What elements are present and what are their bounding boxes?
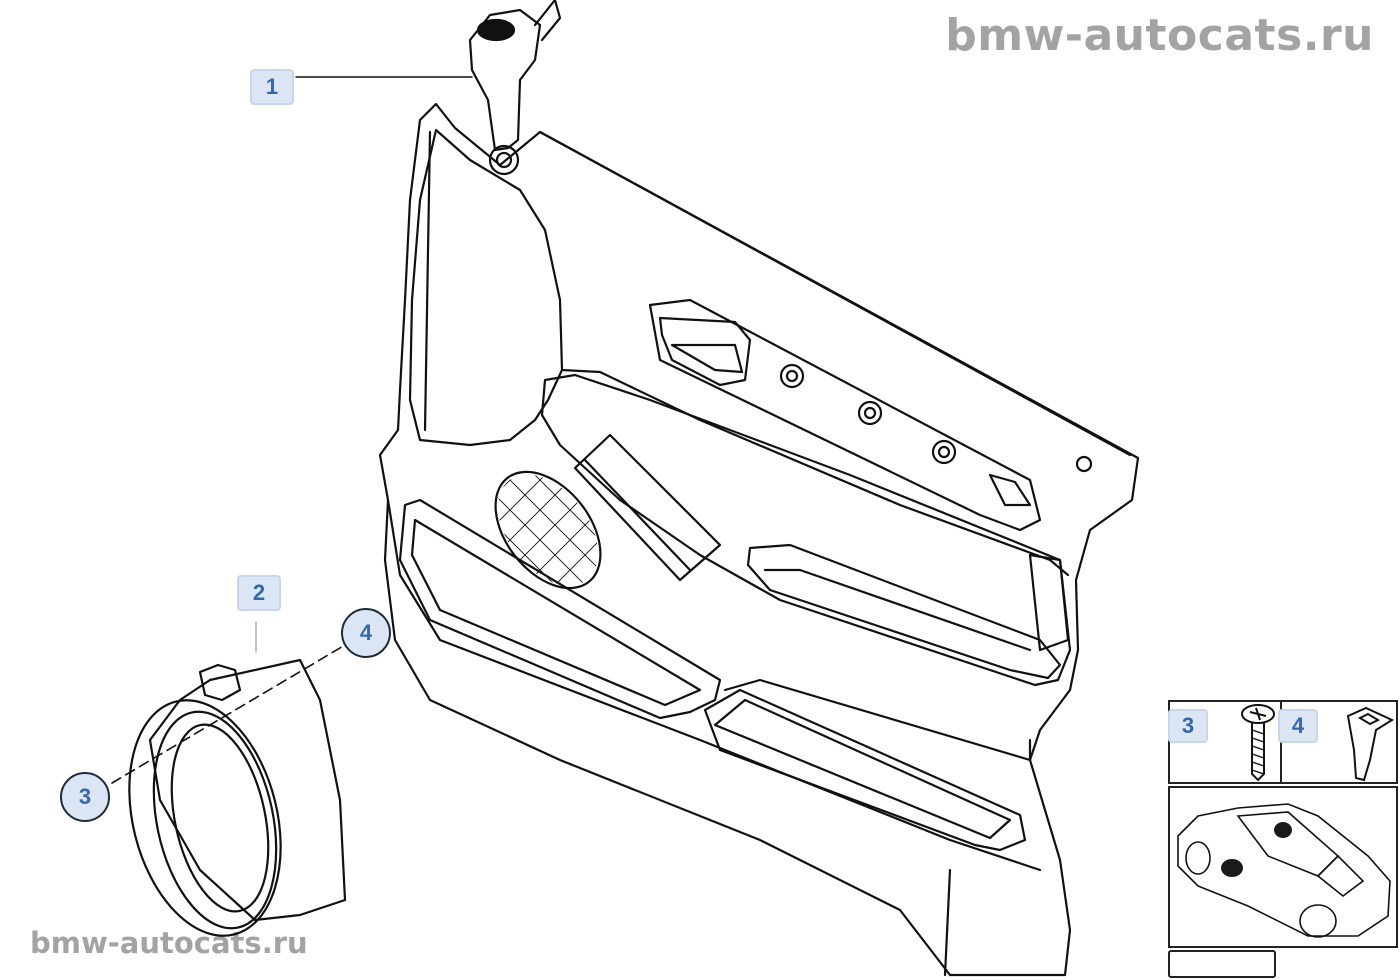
frame-bracket-tab xyxy=(533,0,562,42)
inset-callout-3[interactable]: 3 xyxy=(1168,709,1208,743)
screw-head-icon xyxy=(1241,704,1275,724)
grab-handle-lower xyxy=(1028,553,1070,652)
lower-pocket-right xyxy=(703,688,1027,852)
car-wheel-rear xyxy=(1185,841,1211,875)
lower-pocket-left xyxy=(398,498,722,720)
inset-footer-tab xyxy=(1168,950,1276,978)
callout-2[interactable]: 2 xyxy=(237,575,281,611)
speaker-housing-connector xyxy=(198,663,242,702)
trim-bolt-1-inner xyxy=(785,369,799,383)
car-roof xyxy=(1236,811,1340,877)
door-belt-line xyxy=(560,368,1070,577)
watermark-bottom: bmw-autocats.ru xyxy=(30,926,308,960)
frame-bracket-top xyxy=(476,18,516,42)
car-wheel-front xyxy=(1299,904,1337,938)
callout-4[interactable]: 4 xyxy=(341,608,391,658)
speaker-housing-ring-inner xyxy=(170,723,270,913)
car-windshield xyxy=(1316,854,1365,898)
trim-bolt-2 xyxy=(857,400,883,426)
armrest-pull-inner xyxy=(763,568,1032,652)
trim-strip xyxy=(648,298,1042,532)
armrest-pull xyxy=(746,543,1062,680)
speaker-housing-back xyxy=(148,658,347,922)
trim-bolt-3-inner xyxy=(937,445,951,459)
door-lower-strip xyxy=(723,678,1032,762)
trim-bolt-4 xyxy=(1075,455,1093,473)
callout-1[interactable]: 1 xyxy=(250,69,294,105)
frame-bracket-hole xyxy=(488,144,520,176)
frame-bracket-hole-inner xyxy=(495,151,513,169)
watermark-top: bmw-autocats.ru xyxy=(945,10,1374,61)
door-handle-recess xyxy=(658,316,752,387)
trim-clip xyxy=(988,473,1032,507)
trim-bolt-3 xyxy=(931,439,957,465)
car-location-icon xyxy=(1177,803,1391,938)
leader-34 xyxy=(111,644,346,784)
door-frame-edge xyxy=(423,130,432,432)
door-handle xyxy=(670,343,744,374)
armrest-panel xyxy=(540,373,1072,687)
speaker-housing-ring-outer xyxy=(152,710,278,930)
callout-3[interactable]: 3 xyxy=(60,772,110,822)
inset-callout-4[interactable]: 4 xyxy=(1278,709,1318,743)
speaker-marker-front-icon xyxy=(1221,859,1243,877)
door-frame-inner xyxy=(408,128,564,447)
trim-bolt-1 xyxy=(779,363,805,389)
switch-panel xyxy=(573,433,722,582)
door-lower-ledge xyxy=(386,498,1042,872)
door-bottom-edge xyxy=(943,868,952,977)
trim-bolt-2-inner xyxy=(863,406,877,420)
clip-nut-top xyxy=(1357,712,1381,726)
door-panel-outline xyxy=(378,102,1140,977)
screw-shank xyxy=(1251,722,1265,782)
lower-pocket-left-inner xyxy=(410,518,702,707)
switch-panel-edge xyxy=(583,458,692,572)
speaker-marker-rear-icon xyxy=(1274,822,1292,838)
screw-slot xyxy=(1249,707,1267,721)
lower-pocket-right-inner xyxy=(713,698,1012,840)
door-upper-trim xyxy=(538,130,1132,457)
inset-parts-drawing xyxy=(1241,704,1395,782)
frame-bracket xyxy=(468,8,542,152)
clip-nut-icon xyxy=(1346,706,1395,782)
car-body xyxy=(1177,803,1391,937)
speaker-housing-front xyxy=(128,699,282,937)
screw-thread xyxy=(1251,729,1265,775)
